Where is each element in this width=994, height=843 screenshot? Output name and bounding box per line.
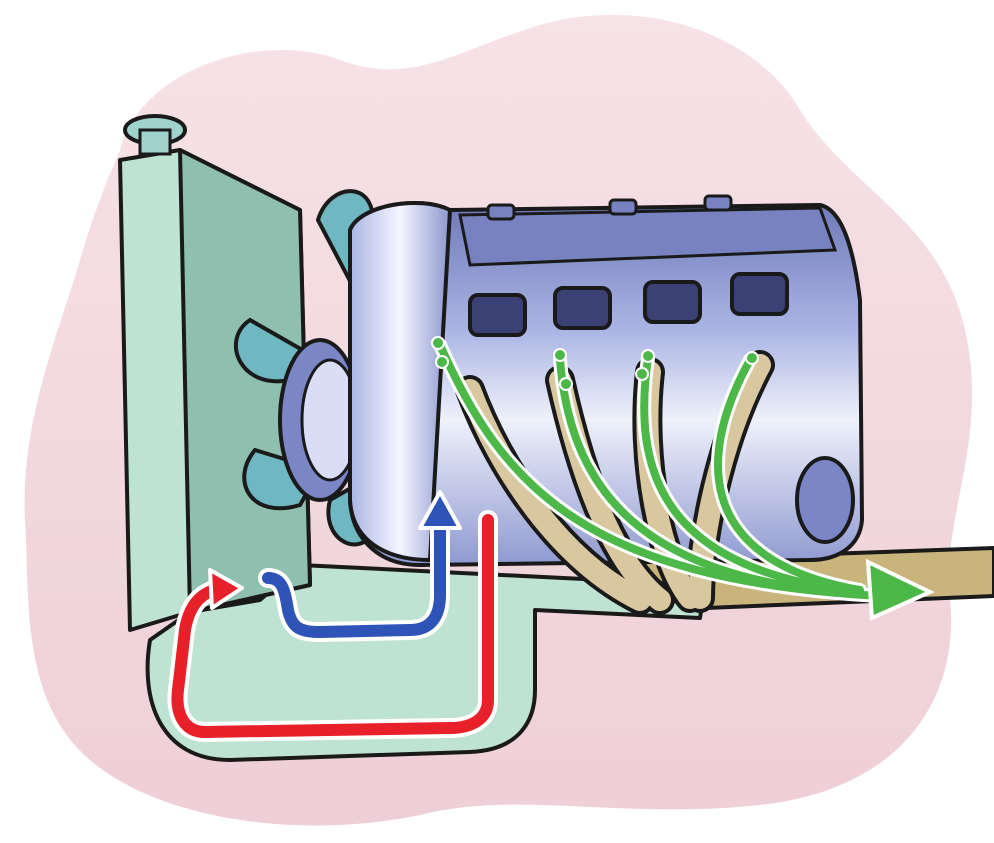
illustration-canvas: [0, 0, 994, 843]
engine-illustration: [0, 0, 994, 843]
